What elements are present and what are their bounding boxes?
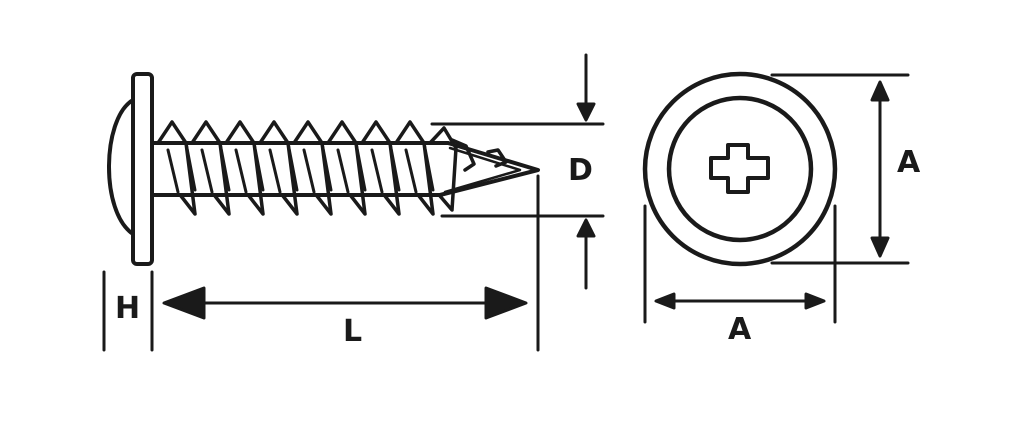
screw-head-flange (131, 72, 154, 266)
screw-head-dome (107, 98, 135, 236)
dimension-l-label: L (343, 314, 362, 349)
dimension-a-horizontal-arrowhead-right (804, 292, 826, 310)
head-outer-circle (642, 71, 838, 267)
dimension-d-label: D (568, 153, 593, 188)
dimension-h (102, 270, 154, 352)
dimension-d (430, 53, 605, 290)
dimension-a-vertical (770, 73, 910, 265)
dimension-l (162, 174, 540, 352)
head-inner-circle (666, 95, 814, 243)
screw-head-top-view (642, 71, 838, 267)
dimension-a-vertical-label: A (897, 145, 921, 180)
dimension-a-vertical-arrowhead-top (870, 80, 890, 102)
dimension-l-arrowhead-right (484, 286, 528, 320)
screw-threads (156, 120, 508, 216)
dimension-d-arrowhead-bottom (576, 218, 596, 238)
screw-thread-helix (166, 141, 435, 194)
dimension-d-arrowhead-top (576, 102, 596, 122)
screw-side-view (107, 72, 540, 266)
dimension-a-horizontal-arrowhead-left (654, 292, 676, 310)
dimension-a-vertical-arrowhead-bottom (870, 236, 890, 258)
phillips-cross-icon (709, 143, 770, 194)
dimension-a-horizontal (643, 204, 837, 324)
dimension-a-horizontal-label: A (728, 312, 752, 347)
dimension-h-label: H (115, 291, 140, 326)
dimension-l-arrowhead-left (162, 286, 206, 320)
